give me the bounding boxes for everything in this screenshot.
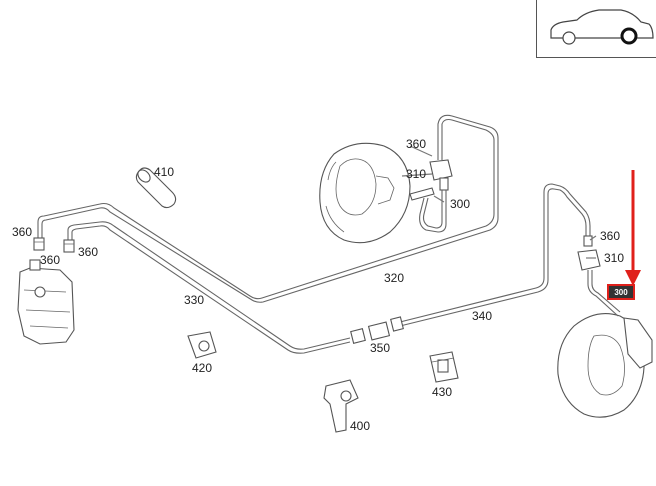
rear-brake-disc bbox=[557, 270, 653, 418]
front-brake-disc bbox=[319, 142, 411, 244]
label-360-top: 360 bbox=[406, 137, 426, 151]
car-silhouette-icon bbox=[550, 9, 654, 45]
label-360-left: 360 bbox=[12, 225, 32, 239]
label-410: 410 bbox=[154, 165, 174, 179]
label-360-right-left: 360 bbox=[78, 245, 98, 259]
label-400: 400 bbox=[350, 419, 370, 433]
left-caliper bbox=[17, 259, 75, 345]
label-350: 350 bbox=[370, 341, 390, 355]
label-360-right: 360 bbox=[600, 229, 620, 243]
label-360-mid: 360 bbox=[40, 253, 60, 267]
red-arrow-icon bbox=[625, 170, 641, 286]
clip-420 bbox=[187, 331, 217, 359]
bracket-310-top bbox=[409, 159, 453, 233]
part-labels: 410 360 310 300 360 360 360 360 310 320 … bbox=[12, 137, 624, 433]
leader-lines bbox=[401, 145, 597, 259]
brake-line-320 bbox=[37, 114, 499, 303]
connector-350 bbox=[350, 316, 404, 344]
label-430: 430 bbox=[432, 385, 452, 399]
vehicle-position-inset bbox=[536, 0, 656, 58]
label-340: 340 bbox=[472, 309, 492, 323]
clip-430 bbox=[429, 351, 459, 383]
label-330: 330 bbox=[184, 293, 204, 307]
bracket-400 bbox=[323, 379, 359, 433]
highlight-label: 300 bbox=[614, 288, 628, 297]
label-300: 300 bbox=[450, 197, 470, 211]
brake-line-330-340 bbox=[67, 183, 591, 354]
bracket-310-right bbox=[577, 235, 601, 271]
sleeve-410 bbox=[135, 167, 177, 209]
label-310-right: 310 bbox=[604, 251, 624, 265]
label-320: 320 bbox=[384, 271, 404, 285]
label-310-top: 310 bbox=[406, 167, 426, 181]
fitting-360-left bbox=[33, 237, 75, 253]
part-highlight-box[interactable]: 300 bbox=[607, 284, 635, 300]
label-420: 420 bbox=[192, 361, 212, 375]
